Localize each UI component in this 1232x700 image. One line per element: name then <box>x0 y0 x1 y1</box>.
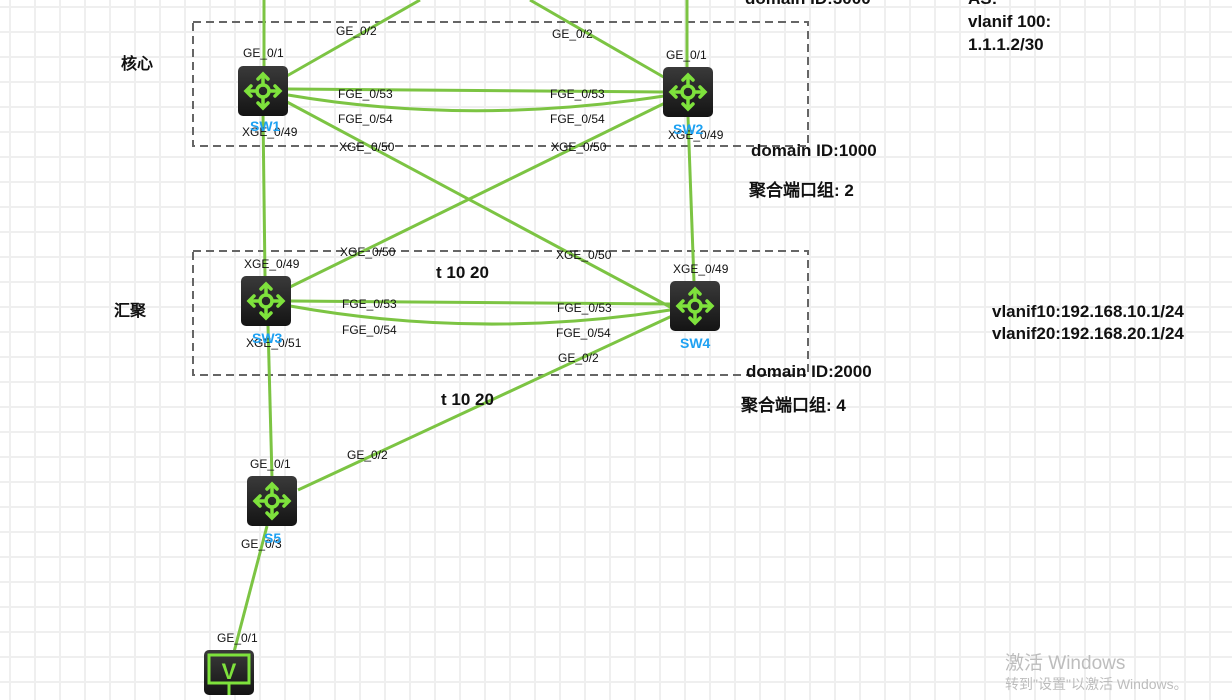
link-sw1-sw3[interactable] <box>261 113 267 277</box>
activation-watermark-title: 激活 Windows <box>1005 653 1126 674</box>
link-sw2-sw4[interactable] <box>686 116 696 283</box>
device-label-sw4: SW4 <box>680 335 711 351</box>
port-label: FGE_0/53 <box>342 297 397 311</box>
port-label: XGE_0/49 <box>242 125 298 139</box>
port-label: GE_0/1 <box>243 46 284 60</box>
vpc-device[interactable]: V <box>204 650 254 695</box>
link-s5-pc[interactable] <box>232 525 269 653</box>
link-sw3-sw4-fge53[interactable] <box>289 299 671 306</box>
switch-icon <box>668 72 708 112</box>
switch-icon <box>243 71 283 111</box>
port-label: GE_0/2 <box>558 351 599 365</box>
core-aggregation-group: 聚合端口组: 2 <box>749 181 854 200</box>
port-label: FGE_0/53 <box>557 301 612 315</box>
device-label-s5: S5 <box>264 530 282 546</box>
port-label: GE_0/1 <box>666 48 707 62</box>
port-label: XGE_0/50 <box>340 245 396 259</box>
port-label: XGE_0/49 <box>673 262 729 276</box>
port-label: XGE_0/50 <box>556 248 612 262</box>
vlanif100-ip: 1.1.1.2/30 <box>968 35 1044 54</box>
core-domain-id: domain ID:1000 <box>751 141 877 160</box>
as-label: AS: <box>968 0 997 9</box>
switch-s5[interactable] <box>247 476 297 526</box>
port-label: FGE_0/54 <box>550 112 605 126</box>
switch-icon <box>246 281 286 321</box>
tier-label-aggregation: 汇聚 <box>114 301 147 320</box>
port-label: XGE_0/50 <box>551 140 607 154</box>
domain-id-top: domain ID:3000 <box>745 0 871 9</box>
port-label: GE_0/2 <box>336 24 377 38</box>
switch-icon <box>675 286 715 326</box>
port-label: FGE_0/54 <box>556 326 611 340</box>
link-sw1-sw2-fge54[interactable] <box>287 93 665 113</box>
port-label: FGE_0/53 <box>550 87 605 101</box>
aggregation-stack-group <box>192 250 809 376</box>
port-label: XGE_0/49 <box>244 257 300 271</box>
switch-icon <box>252 481 292 521</box>
trunk-label-access: t 10 20 <box>441 390 494 409</box>
port-label: GE_0/1 <box>250 457 291 471</box>
port-label: GE_0/2 <box>347 448 388 462</box>
port-label: GE_0/1 <box>217 631 258 645</box>
trunk-label-aggregation: t 10 20 <box>436 263 489 282</box>
agg-domain-id: domain ID:2000 <box>746 362 872 381</box>
activation-watermark-subtitle: 转到"设置"以激活 Windows。 <box>1005 676 1188 692</box>
monitor-icon: V <box>207 653 251 695</box>
switch-sw1[interactable] <box>238 66 288 116</box>
port-label: FGE_0/53 <box>338 87 393 101</box>
link-sw4-s5[interactable] <box>297 314 673 492</box>
port-label: XGE_0/51 <box>246 336 302 350</box>
switch-sw2[interactable] <box>663 67 713 117</box>
link-sw2-ge2[interactable] <box>529 0 668 81</box>
switch-sw3[interactable] <box>241 276 291 326</box>
device-label-sw3: SW3 <box>252 330 283 346</box>
link-sw1-ge2[interactable] <box>284 0 421 79</box>
device-label-sw1: SW1 <box>250 118 281 134</box>
link-sw3-s5[interactable] <box>266 324 274 479</box>
link-sw1-sw2-fge53[interactable] <box>287 87 665 94</box>
port-label: GE_0/2 <box>552 27 593 41</box>
vlanif100-label: vlanif 100: <box>968 12 1052 31</box>
agg-aggregation-group: 聚合端口组: 4 <box>741 396 846 415</box>
vlanif10-label: vlanif10:192.168.10.1/24 <box>992 302 1184 321</box>
port-label: GE_0/3 <box>241 537 282 551</box>
port-label: FGE_0/54 <box>338 112 393 126</box>
port-label: XGE_0/49 <box>668 128 724 142</box>
vlanif20-label: vlanif20:192.168.20.1/24 <box>992 324 1184 343</box>
tier-label-core: 核心 <box>121 54 154 73</box>
port-label: XGE_0/50 <box>339 140 395 154</box>
core-stack-group <box>192 21 809 147</box>
vpc-label: V <box>222 659 237 684</box>
link-sw2-sw3[interactable] <box>289 101 666 289</box>
port-label: FGE_0/54 <box>342 323 397 337</box>
switch-sw4[interactable] <box>670 281 720 331</box>
link-sw3-sw4-fge54[interactable] <box>289 304 671 326</box>
device-label-sw2: SW2 <box>673 121 704 137</box>
link-sw1-sw4[interactable] <box>286 100 673 310</box>
